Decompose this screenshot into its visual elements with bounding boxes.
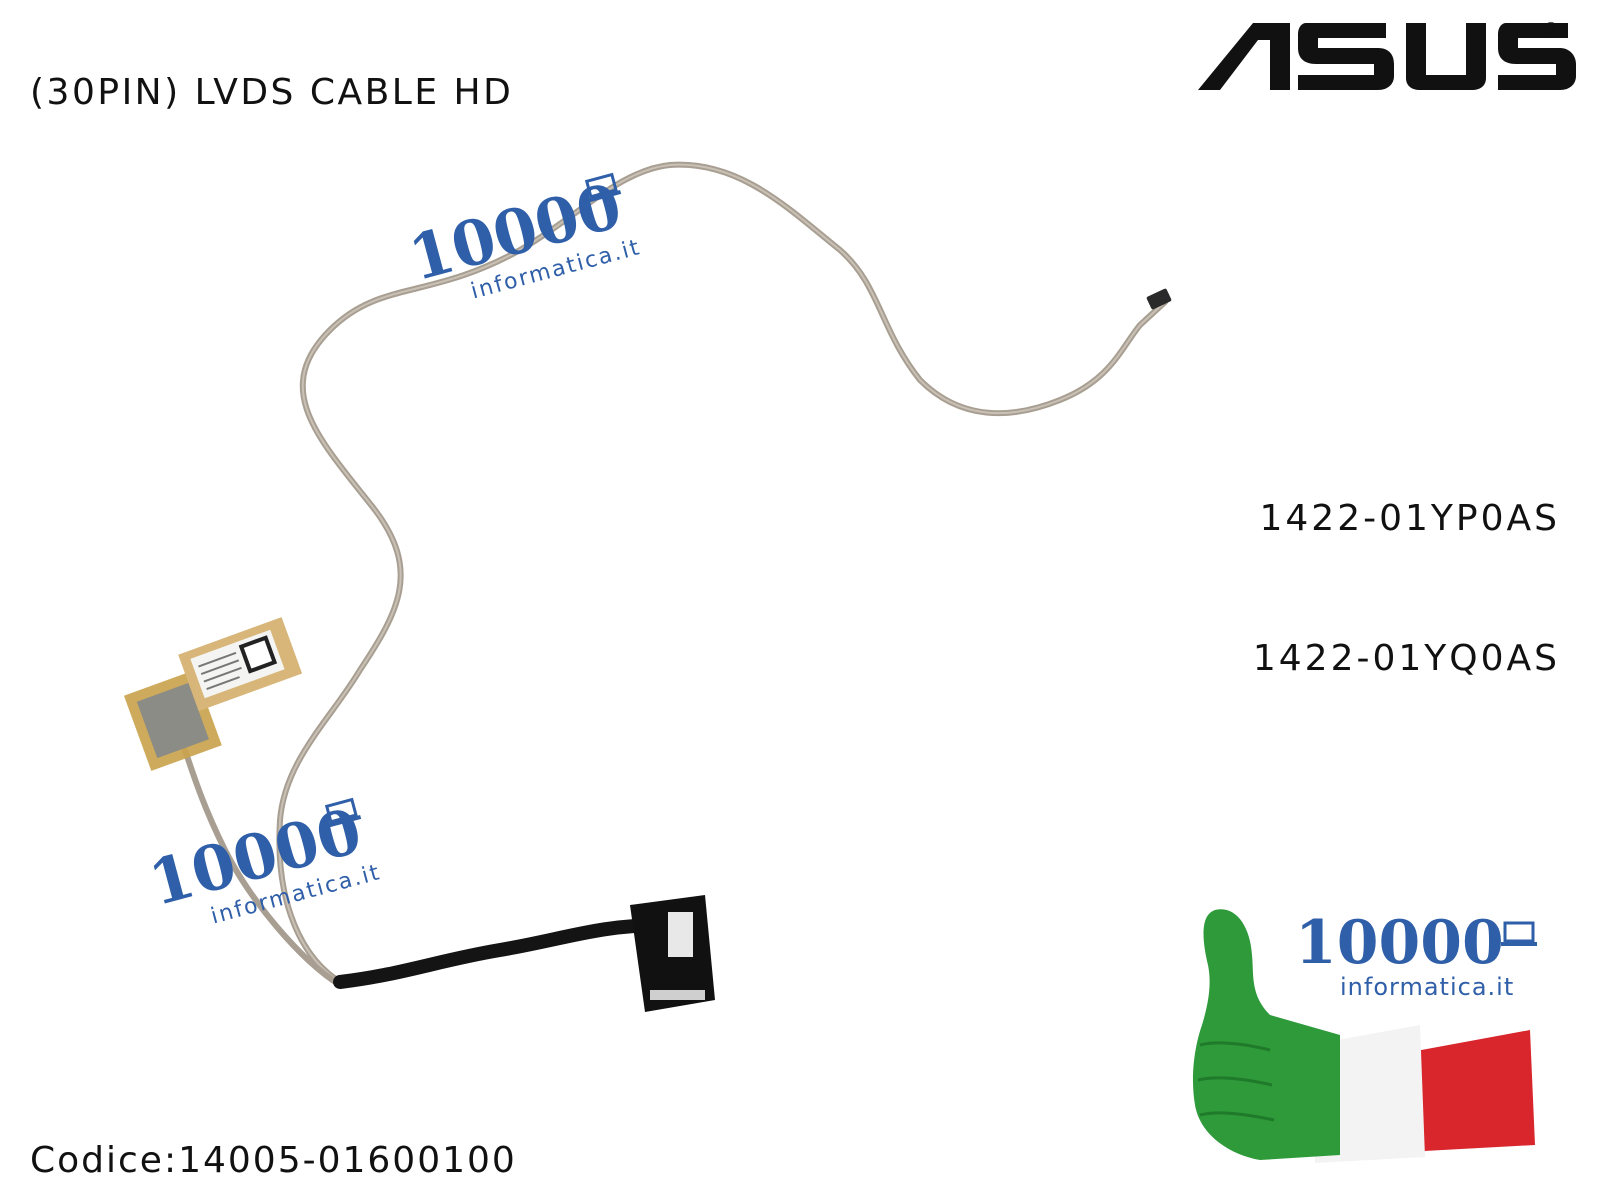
- laptop-icon: [1501, 921, 1537, 946]
- laptop-icon: [324, 797, 362, 828]
- panel-connector: [123, 617, 303, 771]
- watermark-top: 10000 informatica.it: [400, 169, 660, 315]
- thumbs-up-badge: 10000 informatica.it: [1190, 905, 1590, 1190]
- product-code: Codice:14005-01600100: [30, 1140, 517, 1181]
- board-connector: [630, 895, 715, 1012]
- cable-black-section: [333, 918, 667, 989]
- asus-logo: [1198, 23, 1576, 90]
- badge-domain: informatica.it: [1340, 973, 1514, 1001]
- product-title: (30PIN) LVDS CABLE HD: [30, 72, 514, 113]
- registered-mark: ®: [1545, 20, 1557, 37]
- cable-short-wire: [182, 747, 343, 988]
- laptop-icon: [584, 172, 622, 203]
- part-number-1: 1422-01YP0AS: [1259, 498, 1560, 539]
- part-number-2: 1422-01YQ0AS: [1252, 638, 1560, 679]
- badge-number: 10000: [1295, 908, 1504, 978]
- watermark-bottom: 10000 informatica.it: [140, 794, 400, 940]
- small-connector: [1146, 288, 1172, 310]
- thumbs-up-icon: [1192, 909, 1340, 1160]
